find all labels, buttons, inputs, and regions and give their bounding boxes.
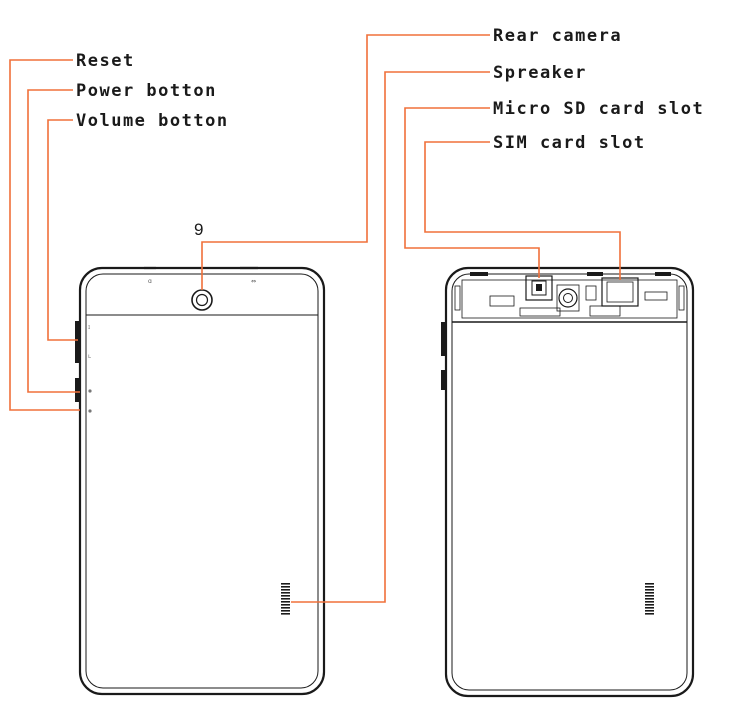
tablet-back-right (441, 268, 693, 696)
svg-text:ɪ: ɪ (88, 324, 90, 331)
label-reset: Reset (76, 51, 135, 71)
power-button (75, 378, 81, 402)
leader-power (28, 90, 80, 392)
label-micro-sd-slot: Micro SD card slot (493, 99, 704, 119)
svg-text:⇔: ⇔ (251, 278, 256, 285)
label-speaker: Spreaker (493, 63, 587, 83)
leader-rear-camera (202, 35, 490, 290)
speaker-grille-left (281, 583, 290, 615)
label-volume-button: Volume botton (76, 111, 229, 131)
tablet-left-outline (80, 268, 324, 694)
svg-text:ʟ: ʟ (88, 353, 91, 360)
tablet-right-outline (446, 268, 693, 696)
right-side-button (441, 322, 446, 356)
callout-number: 9 (194, 220, 203, 239)
tablet-right-inner-edge (452, 274, 687, 690)
label-power-button: Power botton (76, 81, 217, 101)
rear-camera-lens (197, 295, 208, 306)
volume-button (75, 321, 81, 363)
leader-volume (48, 120, 78, 340)
leader-reset (10, 60, 80, 410)
reset-hole (88, 389, 91, 392)
svg-text:ɑ: ɑ (148, 278, 152, 285)
leader-speaker (291, 72, 490, 602)
camera-module (559, 289, 577, 307)
speaker-grille-right (645, 583, 654, 615)
leader-sim (425, 142, 620, 280)
rear-camera-ring (192, 290, 212, 310)
internal-components (455, 272, 684, 318)
label-sim-slot: SIM card slot (493, 133, 646, 153)
label-rear-camera: Rear camera (493, 26, 622, 46)
tablet-back-left: ɑ ⇔ ɪ ʟ (75, 268, 324, 694)
reset-hole (88, 409, 91, 412)
tablet-left-inner-edge (86, 274, 318, 688)
